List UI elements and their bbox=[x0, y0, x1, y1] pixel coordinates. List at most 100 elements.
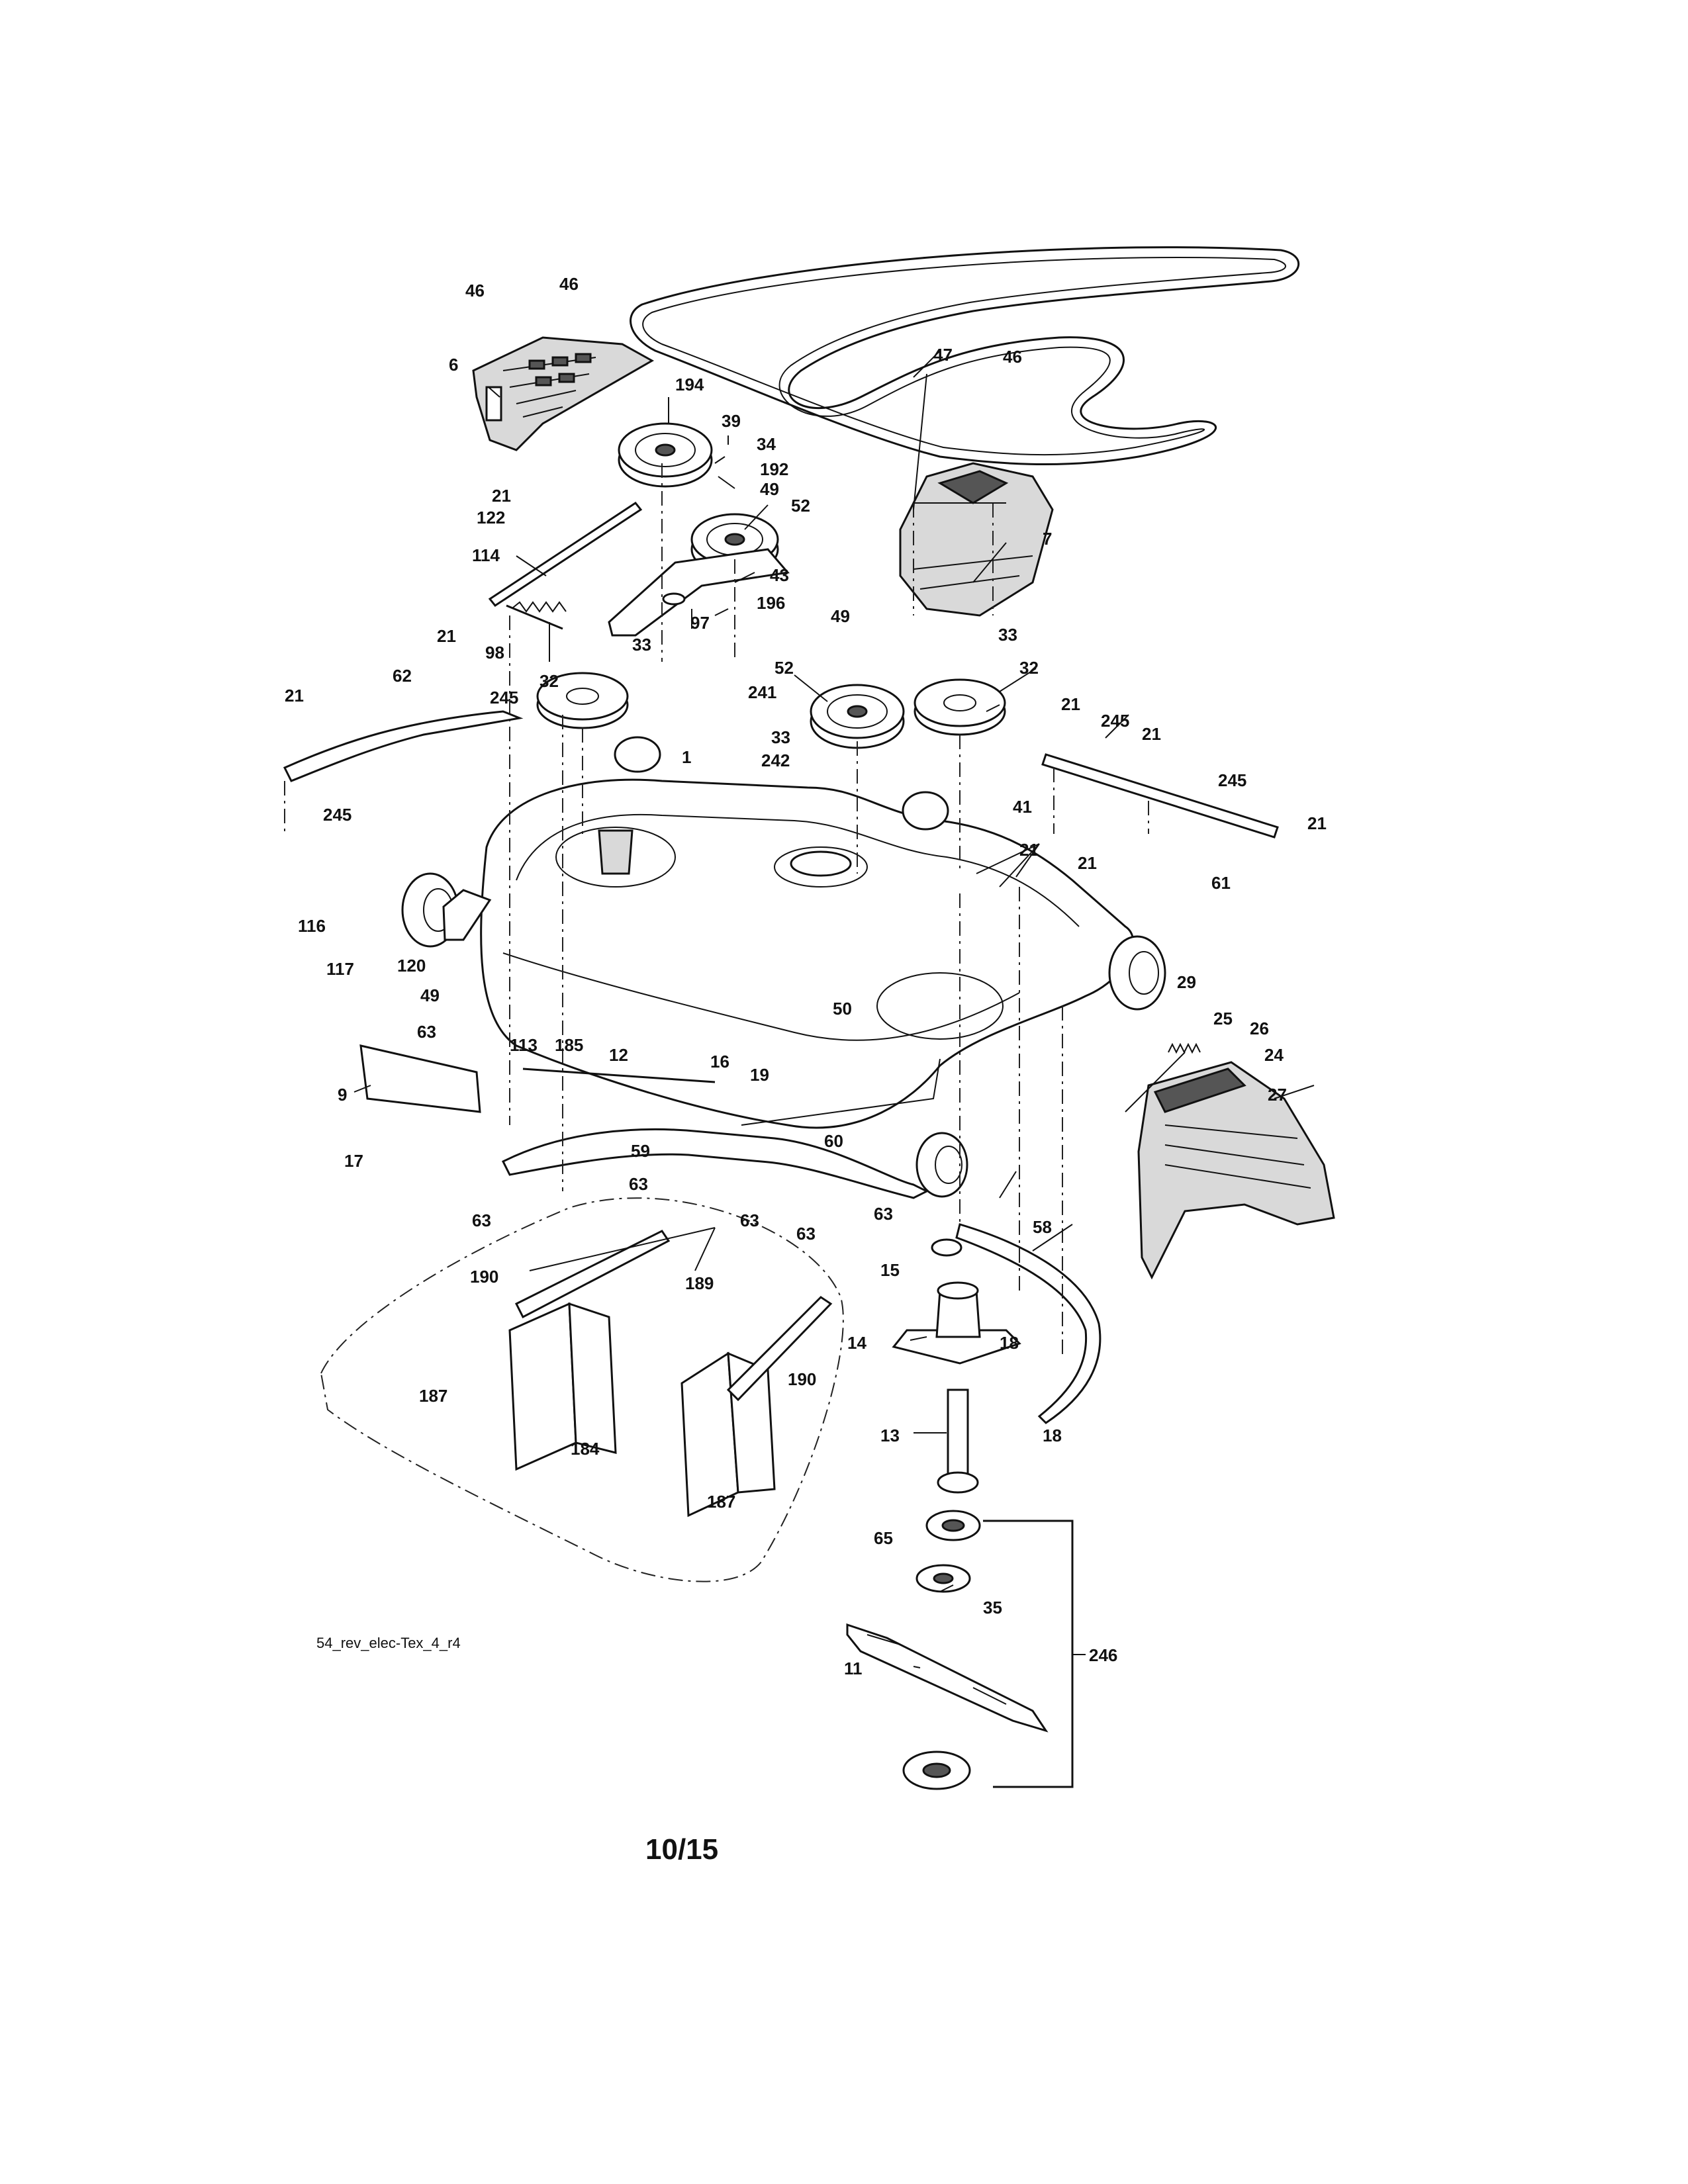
callout-63: 63 bbox=[740, 1210, 759, 1230]
blade-assembly-bracket bbox=[983, 1520, 1074, 1788]
callout-60: 60 bbox=[824, 1131, 843, 1151]
callout-50: 50 bbox=[833, 999, 852, 1019]
drive-belt bbox=[630, 246, 1300, 466]
tension-rod bbox=[488, 501, 643, 630]
callout-97: 97 bbox=[690, 613, 710, 633]
anti-scalp-bracket-left bbox=[508, 1302, 617, 1471]
callout-6: 6 bbox=[449, 355, 458, 375]
chute-spring bbox=[1168, 1042, 1201, 1054]
callout-120: 120 bbox=[397, 956, 426, 976]
callout-43: 43 bbox=[770, 565, 789, 585]
callout-13: 13 bbox=[880, 1426, 900, 1445]
callout-leaders bbox=[353, 350, 1315, 1668]
callout-34: 34 bbox=[757, 434, 776, 454]
mower-deck-housing bbox=[480, 778, 1135, 1129]
callout-15: 15 bbox=[880, 1260, 900, 1280]
blade-cup bbox=[902, 1751, 971, 1790]
blade-adapter-lower bbox=[915, 1564, 971, 1593]
idler-arm-bracket bbox=[608, 548, 790, 637]
callout-29: 29 bbox=[1177, 972, 1196, 992]
link-bar-lower bbox=[726, 1296, 833, 1402]
callout-21: 21 bbox=[1078, 853, 1097, 873]
diagram-code: 54_rev_elec-Tex_4_r4 bbox=[316, 1635, 461, 1651]
callout-190: 190 bbox=[470, 1267, 498, 1287]
callout-189: 189 bbox=[685, 1273, 714, 1293]
callout-116: 116 bbox=[298, 916, 326, 936]
callout-18: 18 bbox=[1000, 1333, 1019, 1353]
callout-196: 196 bbox=[757, 593, 785, 613]
callout-26: 26 bbox=[1250, 1019, 1269, 1038]
right-belt-cover bbox=[899, 462, 1054, 617]
callout-46: 46 bbox=[465, 281, 485, 300]
callout-185: 185 bbox=[555, 1035, 583, 1055]
left-belt-cover bbox=[472, 336, 655, 451]
callout-33: 33 bbox=[771, 727, 790, 747]
callout-12: 12 bbox=[609, 1045, 628, 1065]
callout-245: 245 bbox=[323, 805, 352, 825]
callout-32: 32 bbox=[1019, 658, 1039, 678]
front-baffle bbox=[501, 1128, 929, 1199]
gauge-wheel-rear-left bbox=[614, 736, 661, 773]
callout-241: 241 bbox=[748, 682, 776, 702]
callout-187: 187 bbox=[707, 1492, 735, 1512]
left-stabilizer-bar bbox=[283, 710, 524, 782]
callout-21: 21 bbox=[1019, 840, 1039, 860]
callout-19: 19 bbox=[750, 1065, 769, 1085]
callout-47: 47 bbox=[933, 345, 953, 365]
mower-blade bbox=[846, 1623, 1049, 1733]
link-bar-upper bbox=[514, 1230, 671, 1319]
callout-49: 49 bbox=[420, 985, 440, 1005]
callout-245: 245 bbox=[1101, 711, 1129, 731]
idler-pulley-upper bbox=[618, 422, 713, 488]
callout-58: 58 bbox=[1033, 1217, 1052, 1237]
callout-246: 246 bbox=[1089, 1645, 1117, 1665]
callout-21: 21 bbox=[1307, 813, 1327, 833]
right-baffle bbox=[955, 1223, 1102, 1424]
page-number: 10/15 bbox=[645, 1833, 719, 1866]
callout-245: 245 bbox=[1218, 770, 1246, 790]
spindle-bearing bbox=[931, 1238, 962, 1257]
callout-32: 32 bbox=[539, 671, 559, 691]
hanger-bracket bbox=[359, 1044, 481, 1113]
callout-63: 63 bbox=[874, 1204, 893, 1224]
callout-14: 14 bbox=[847, 1333, 867, 1353]
callout-21: 21 bbox=[492, 486, 511, 506]
spindle-shaft bbox=[937, 1388, 979, 1494]
callout-59: 59 bbox=[631, 1141, 650, 1161]
discharge-chute bbox=[1137, 1061, 1335, 1280]
callout-33: 33 bbox=[632, 635, 651, 655]
callout-63: 63 bbox=[472, 1210, 491, 1230]
right-stabilizer-bar bbox=[1041, 753, 1279, 839]
callout-33: 33 bbox=[998, 625, 1017, 645]
callout-63: 63 bbox=[629, 1174, 648, 1194]
callout-18: 18 bbox=[1043, 1426, 1062, 1445]
callout-117: 117 bbox=[326, 959, 354, 979]
callout-35: 35 bbox=[983, 1598, 1002, 1617]
callout-39: 39 bbox=[722, 411, 741, 431]
callout-122: 122 bbox=[477, 508, 505, 527]
deck-rod bbox=[522, 1068, 716, 1083]
callout-113: 113 bbox=[510, 1035, 538, 1055]
callout-9: 9 bbox=[338, 1085, 347, 1105]
callout-242: 242 bbox=[761, 751, 790, 770]
callout-184: 184 bbox=[571, 1439, 600, 1459]
gauge-wheel-rear-right bbox=[902, 791, 949, 831]
spindle-pulley-left bbox=[536, 672, 629, 729]
callout-46: 46 bbox=[1003, 347, 1022, 367]
callout-21: 21 bbox=[1061, 694, 1080, 714]
callout-27: 27 bbox=[1268, 1085, 1287, 1105]
front-hanger-left bbox=[442, 889, 492, 941]
callout-1: 1 bbox=[682, 747, 691, 767]
callout-187: 187 bbox=[419, 1386, 447, 1406]
callout-52: 52 bbox=[774, 658, 794, 678]
callout-24: 24 bbox=[1264, 1045, 1284, 1065]
callout-21: 21 bbox=[285, 686, 304, 705]
callout-245: 245 bbox=[490, 688, 518, 707]
callout-46: 46 bbox=[559, 274, 579, 294]
gauge-wheel-front bbox=[915, 1132, 968, 1198]
callout-65: 65 bbox=[874, 1528, 893, 1548]
blade-adapter-upper bbox=[925, 1510, 981, 1541]
callout-25: 25 bbox=[1213, 1009, 1233, 1028]
